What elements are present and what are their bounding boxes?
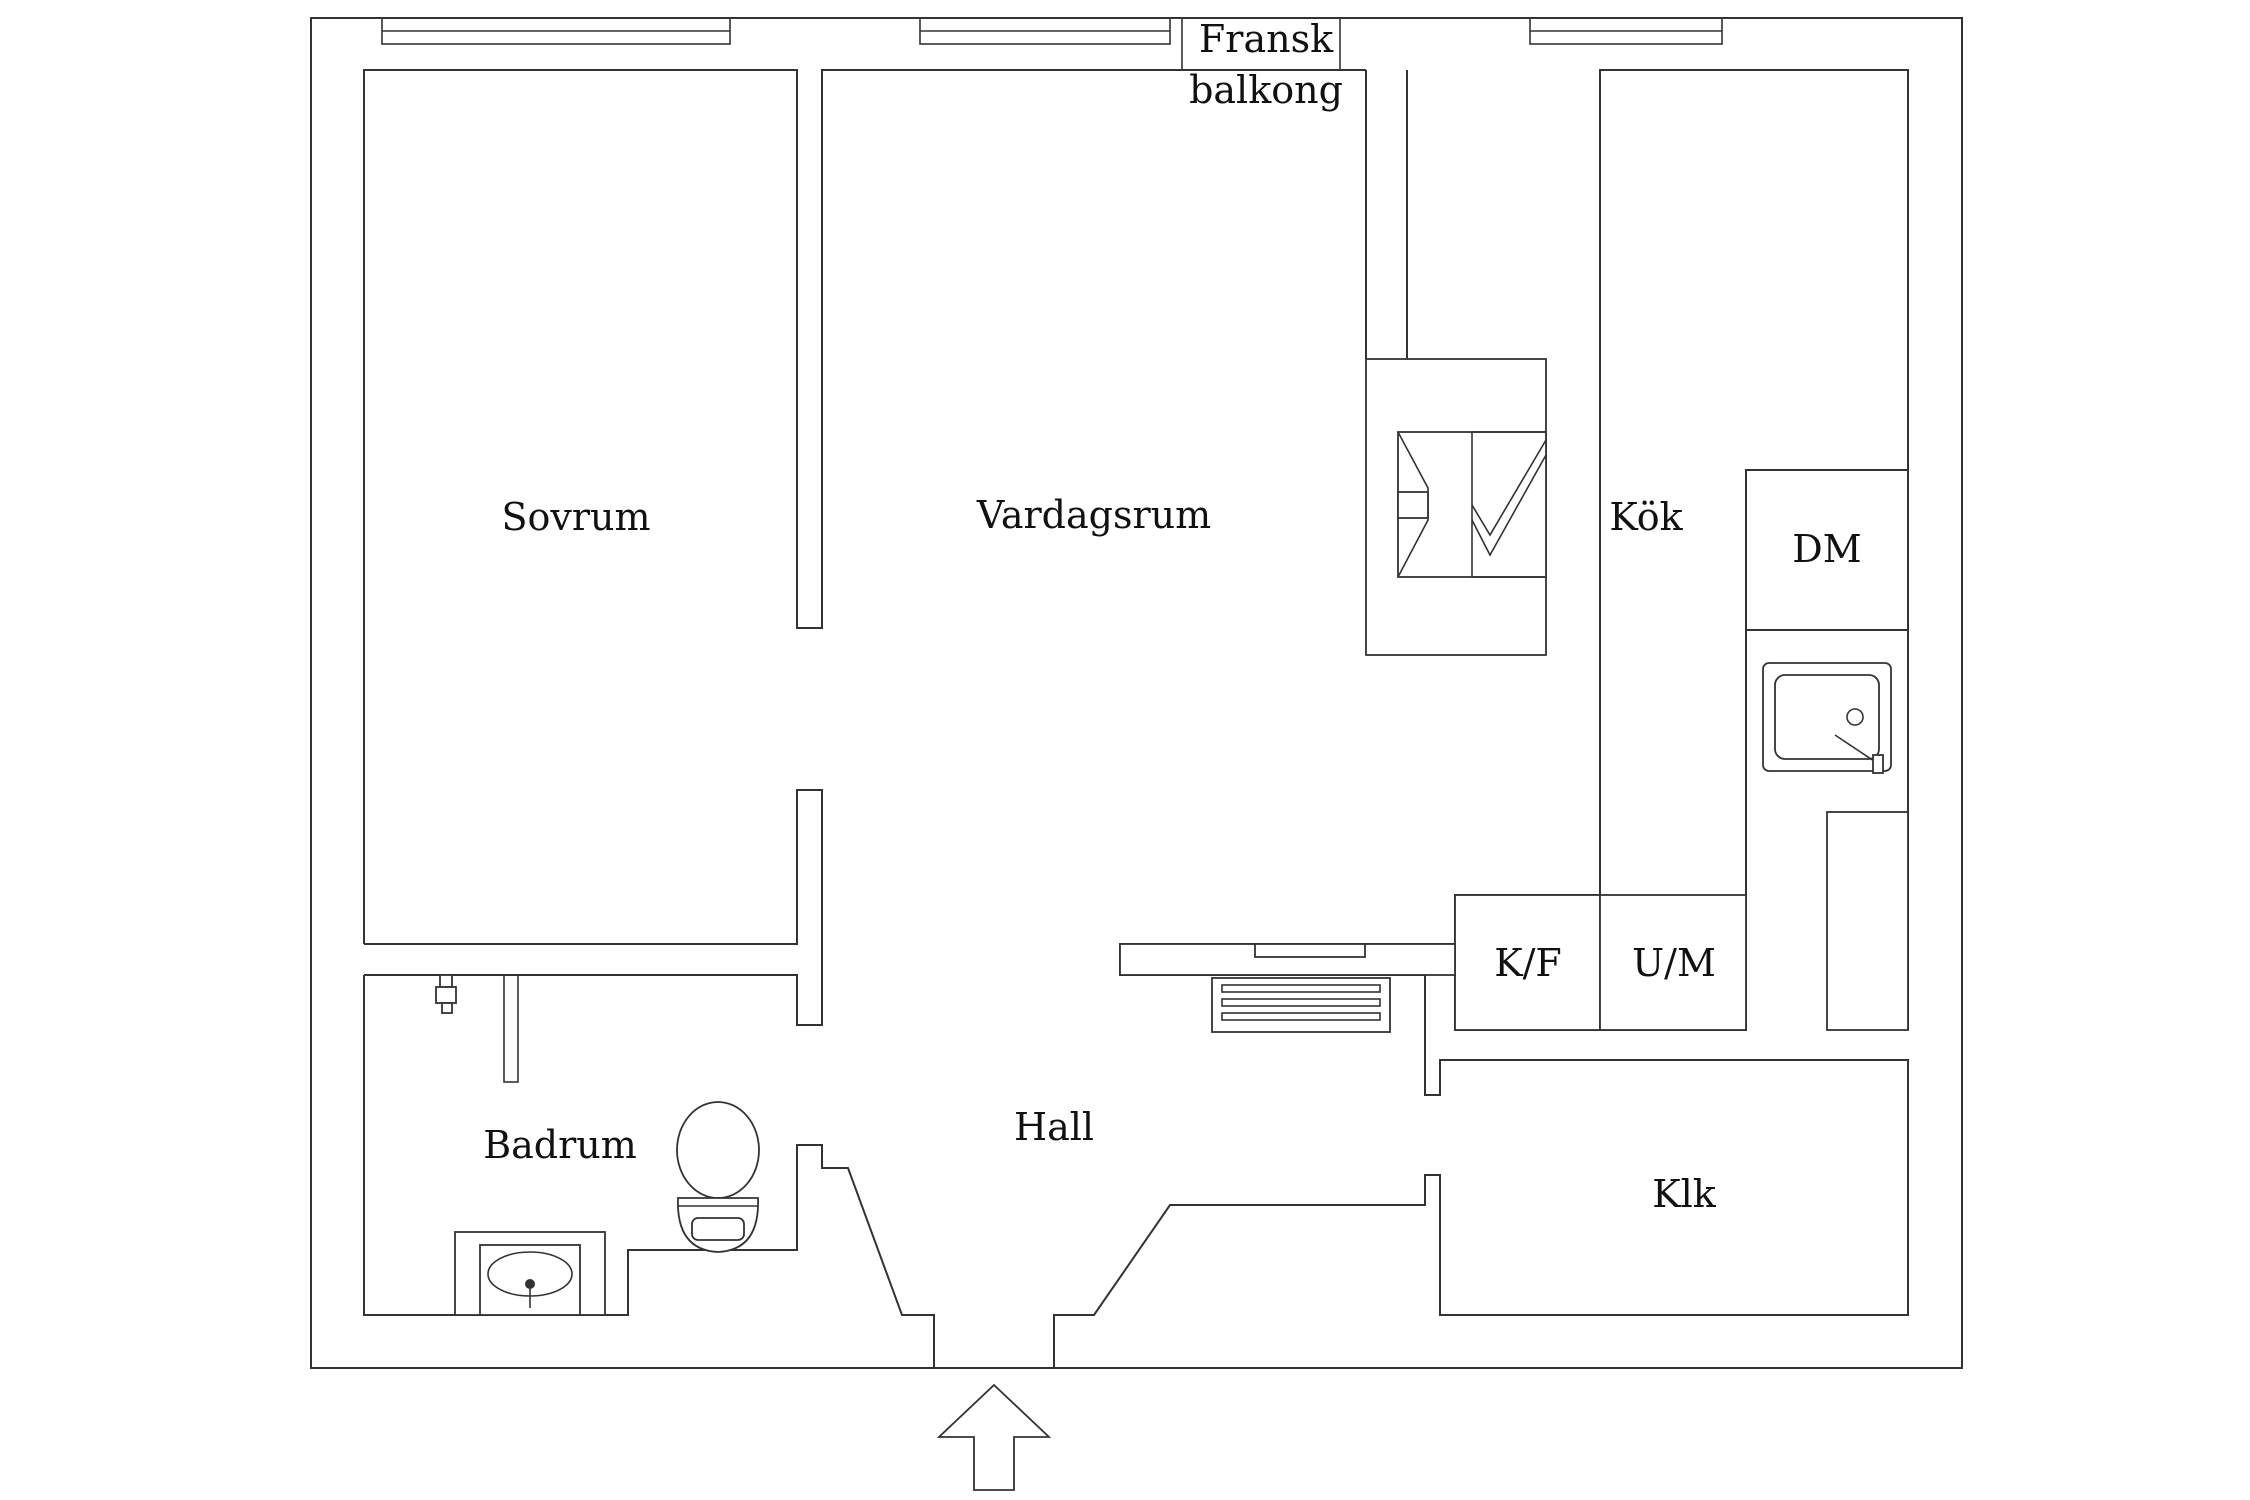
shower-tap-icon [435,974,457,1014]
interior-walls [363,69,1909,1368]
appliance-row [1454,811,1909,1031]
bathroom-label: Badrum [483,1123,637,1167]
oven-micro-label: U/M [1632,941,1716,985]
balcony-label-1: Fransk [1199,17,1334,61]
dishwasher-label: DM [1792,527,1861,571]
living-room-label: Vardagsrum [976,493,1211,537]
hall-label: Hall [1014,1105,1094,1149]
windows-top [381,17,1723,71]
balcony-label-2: balkong [1189,68,1343,112]
washbasin-icon [454,1231,606,1316]
fireplace-icon [1365,358,1547,656]
toilet-icon [676,1101,760,1253]
kitchen-label: Kök [1609,495,1683,539]
fridge-freezer-label: K/F [1494,941,1562,985]
kitchen-sink-icon [1762,662,1892,774]
closet-label: Klk [1652,1172,1717,1216]
up-arrow-icon [936,1383,1052,1491]
bedroom-label: Sovrum [501,495,650,539]
radiator-icon [1119,943,1456,1033]
